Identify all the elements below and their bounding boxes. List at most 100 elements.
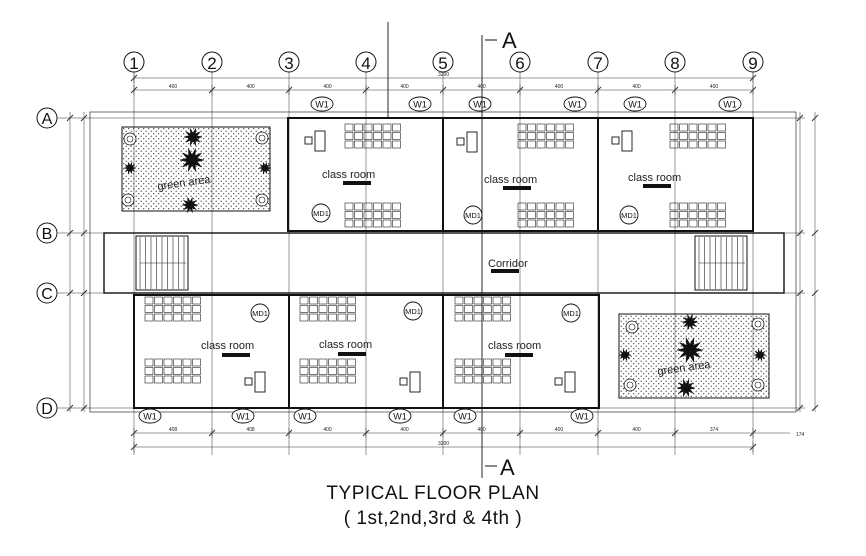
svg-text:W1: W1 — [315, 100, 329, 110]
tree-symbol — [123, 162, 137, 174]
svg-text:MD1: MD1 — [252, 309, 268, 318]
section-label-bottom: A — [500, 455, 515, 480]
dimension-bottom-end: 174 — [753, 432, 805, 438]
class-room-label-2: class room — [484, 174, 537, 186]
svg-text:MD1: MD1 — [405, 307, 421, 316]
window-tag: W1 — [408, 96, 432, 112]
desk-block — [517, 202, 574, 228]
svg-text:MD1: MD1 — [465, 211, 481, 220]
section-marker-top: A — [481, 28, 517, 478]
grid-bubble-row-B: B — [36, 222, 58, 244]
section-label-top: A — [502, 28, 517, 53]
drawing-title: TYPICAL FLOOR PLAN — [326, 483, 540, 504]
shrub-symbol — [255, 193, 269, 207]
desk-block — [517, 123, 574, 149]
svg-text:W1: W1 — [413, 100, 427, 110]
window-tag: W1 — [231, 408, 255, 424]
svg-text:400: 400 — [555, 84, 564, 90]
section-marker-bottom: A — [485, 455, 515, 480]
svg-text:1: 1 — [129, 54, 138, 73]
grid-bubble-col-8: 8 — [664, 51, 686, 73]
svg-text:400: 400 — [400, 427, 409, 433]
grid-bubble-col-4: 4 — [355, 51, 377, 73]
window-tag: W1 — [388, 408, 412, 424]
shrub-symbol — [625, 320, 639, 334]
shrub-symbol — [255, 131, 269, 145]
grid-bubble-col-3: 3 — [278, 51, 300, 73]
svg-text:174: 174 — [796, 432, 805, 438]
svg-text:400: 400 — [323, 427, 332, 433]
shrub-symbol — [121, 193, 135, 207]
door-tag: MD1 — [250, 303, 270, 323]
teacher-table — [399, 371, 421, 393]
class-room-label-1: class room — [322, 169, 375, 181]
svg-text:W1: W1 — [568, 100, 582, 110]
door-tag: MD1 — [463, 205, 483, 225]
door-tag: MD1 — [311, 203, 331, 223]
tree-symbol — [179, 148, 205, 172]
svg-text:W1: W1 — [236, 412, 250, 422]
window-tag: W1 — [570, 408, 594, 424]
desk-block — [454, 296, 511, 322]
grid-bubble-col-9: 9 — [742, 51, 764, 73]
door-tag: MD1 — [619, 205, 639, 225]
svg-text:W1: W1 — [458, 412, 472, 422]
class-room-label-3: class room — [628, 172, 681, 184]
svg-text:C: C — [41, 286, 53, 303]
desk-block — [299, 296, 356, 322]
window-tag: W1 — [563, 96, 587, 112]
drawing-subtitle: ( 1st,2nd,3rd & 4th ) — [343, 508, 523, 529]
teacher-table — [554, 371, 576, 393]
svg-text:6: 6 — [515, 54, 524, 73]
svg-text:A: A — [42, 111, 53, 128]
class-room-label-4: class room — [201, 340, 254, 352]
shrub-symbol — [623, 378, 637, 392]
svg-text:374: 374 — [710, 427, 719, 433]
teacher-table — [304, 130, 326, 152]
svg-text:408: 408 — [169, 427, 178, 433]
classroom-desks — [144, 123, 726, 384]
grid-bubble-col-2: 2 — [201, 51, 223, 73]
green-area-east — [618, 313, 770, 399]
tree-symbol — [676, 379, 696, 397]
svg-text:400: 400 — [323, 84, 332, 90]
svg-text:408: 408 — [246, 427, 255, 433]
shrub-symbol — [751, 378, 765, 392]
svg-text:400: 400 — [632, 84, 641, 90]
label-bar — [643, 184, 671, 188]
grid-bubble-row-D: D — [36, 397, 58, 419]
teacher-table — [244, 371, 266, 393]
tree-symbol — [181, 197, 199, 213]
window-tag: W1 — [453, 408, 477, 424]
label-bar — [503, 186, 531, 190]
tree-symbol — [258, 162, 272, 174]
shrub-symbol — [751, 317, 765, 331]
desk-block — [144, 358, 201, 384]
corridor-label: Corridor — [488, 258, 528, 270]
svg-text:3200: 3200 — [438, 441, 449, 447]
svg-text:400: 400 — [555, 427, 564, 433]
room-label-bars — [222, 181, 671, 357]
desk-block — [454, 358, 511, 384]
window-tag: W1 — [623, 96, 647, 112]
staircase — [139, 237, 745, 289]
dimension-side-west-inner — [80, 112, 88, 412]
desk-block — [344, 202, 401, 228]
teacher-tables — [244, 130, 633, 393]
svg-text:400: 400 — [169, 84, 178, 90]
grid-bubble-col-1: 1 — [123, 51, 145, 73]
grid-bubble-row-C: C — [36, 282, 58, 304]
svg-text:4: 4 — [361, 54, 370, 73]
grid-bubble-col-5: 5 — [432, 51, 454, 73]
building-walls — [89, 111, 797, 413]
shrub-symbol — [123, 132, 137, 146]
tree-symbol — [681, 314, 699, 330]
dimension-chain-bottom-total: 3200 — [130, 441, 757, 452]
desk-block — [669, 123, 726, 149]
window-tag: W1 — [293, 408, 317, 424]
